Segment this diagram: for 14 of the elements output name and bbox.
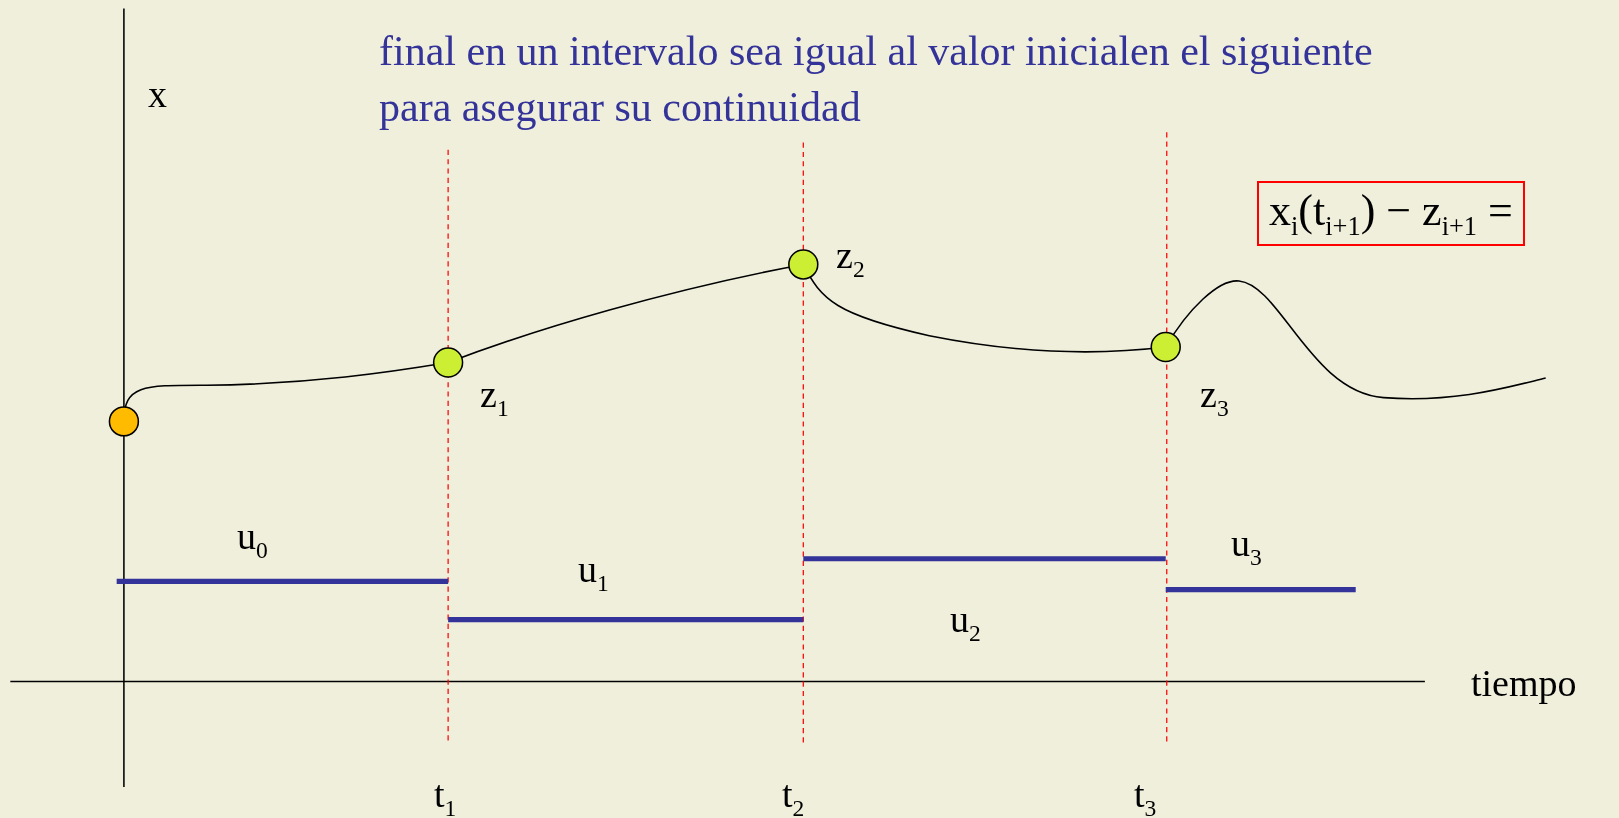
axis-label: tiempo <box>1471 663 1577 705</box>
control-label: u$_{1}$ <box>578 549 609 597</box>
point-label: z$_{2}$ <box>836 235 865 283</box>
description-text: final en un intervalo sea igual al valor inicialen el siguiente para asegurar su continuidad <box>379 27 1374 132</box>
tick-label: t$_{3}$ <box>1134 774 1157 818</box>
point-label: z$_{1}$ <box>480 374 509 422</box>
equation-box: x$_{i}$(t$_{i+1}$) − z$_{i+1}$ = <box>1257 181 1525 247</box>
control-label: u$_{2}$ <box>950 599 981 647</box>
control-label: u$_{3}$ <box>1231 523 1262 571</box>
point-label: z$_{3}$ <box>1200 374 1229 422</box>
tick-label: t$_{2}$ <box>782 774 805 818</box>
axis-label: x <box>148 74 167 116</box>
tick-label: t$_{1}$ <box>434 774 457 818</box>
control-label: u$_{0}$ <box>237 516 268 564</box>
